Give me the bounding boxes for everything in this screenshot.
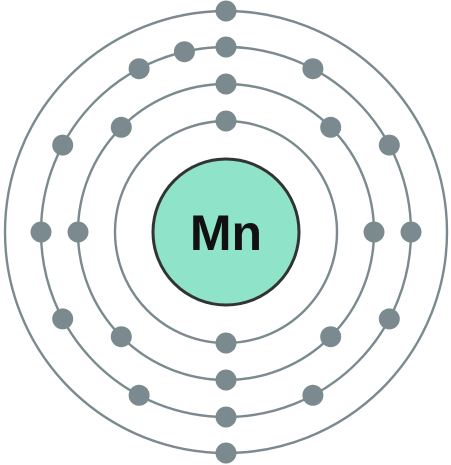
electrons-layer bbox=[30, 0, 422, 464]
nucleus: Mn bbox=[151, 157, 301, 307]
electron-shell-4-1 bbox=[215, 0, 237, 22]
electron-shell-3-5 bbox=[378, 308, 400, 330]
electron-shell-3-2 bbox=[302, 58, 324, 80]
electron-shell-1-2 bbox=[215, 332, 237, 354]
electron-shell-2-4 bbox=[320, 326, 342, 348]
electron-shell-2-6 bbox=[110, 326, 132, 348]
electron-shell-2-7 bbox=[67, 221, 89, 243]
nucleus-circle bbox=[151, 157, 301, 307]
electron-shell-3-10 bbox=[30, 221, 52, 243]
electron-shell-1-1 bbox=[215, 110, 237, 132]
electron-shell-3-1 bbox=[215, 36, 237, 58]
electron-shell-3-8 bbox=[128, 384, 150, 406]
electron-shell-3-11 bbox=[52, 134, 74, 156]
electron-shell-3-9 bbox=[52, 308, 74, 330]
electron-shell-3-7 bbox=[215, 406, 237, 428]
electron-shell-3-13 bbox=[173, 41, 195, 63]
electron-shell-3-6 bbox=[302, 384, 324, 406]
electron-shell-3-4 bbox=[400, 221, 422, 243]
electron-shell-4-2 bbox=[215, 442, 237, 464]
electron-shell-2-5 bbox=[215, 369, 237, 391]
electron-shell-2-2 bbox=[320, 116, 342, 138]
electron-shell-3-12 bbox=[128, 58, 150, 80]
electron-shell-3-3 bbox=[378, 134, 400, 156]
element-symbol: Mn bbox=[190, 205, 262, 261]
electron-shell-2-3 bbox=[363, 221, 385, 243]
electron-shell-2-8 bbox=[110, 116, 132, 138]
electron-shell-2-1 bbox=[215, 73, 237, 95]
